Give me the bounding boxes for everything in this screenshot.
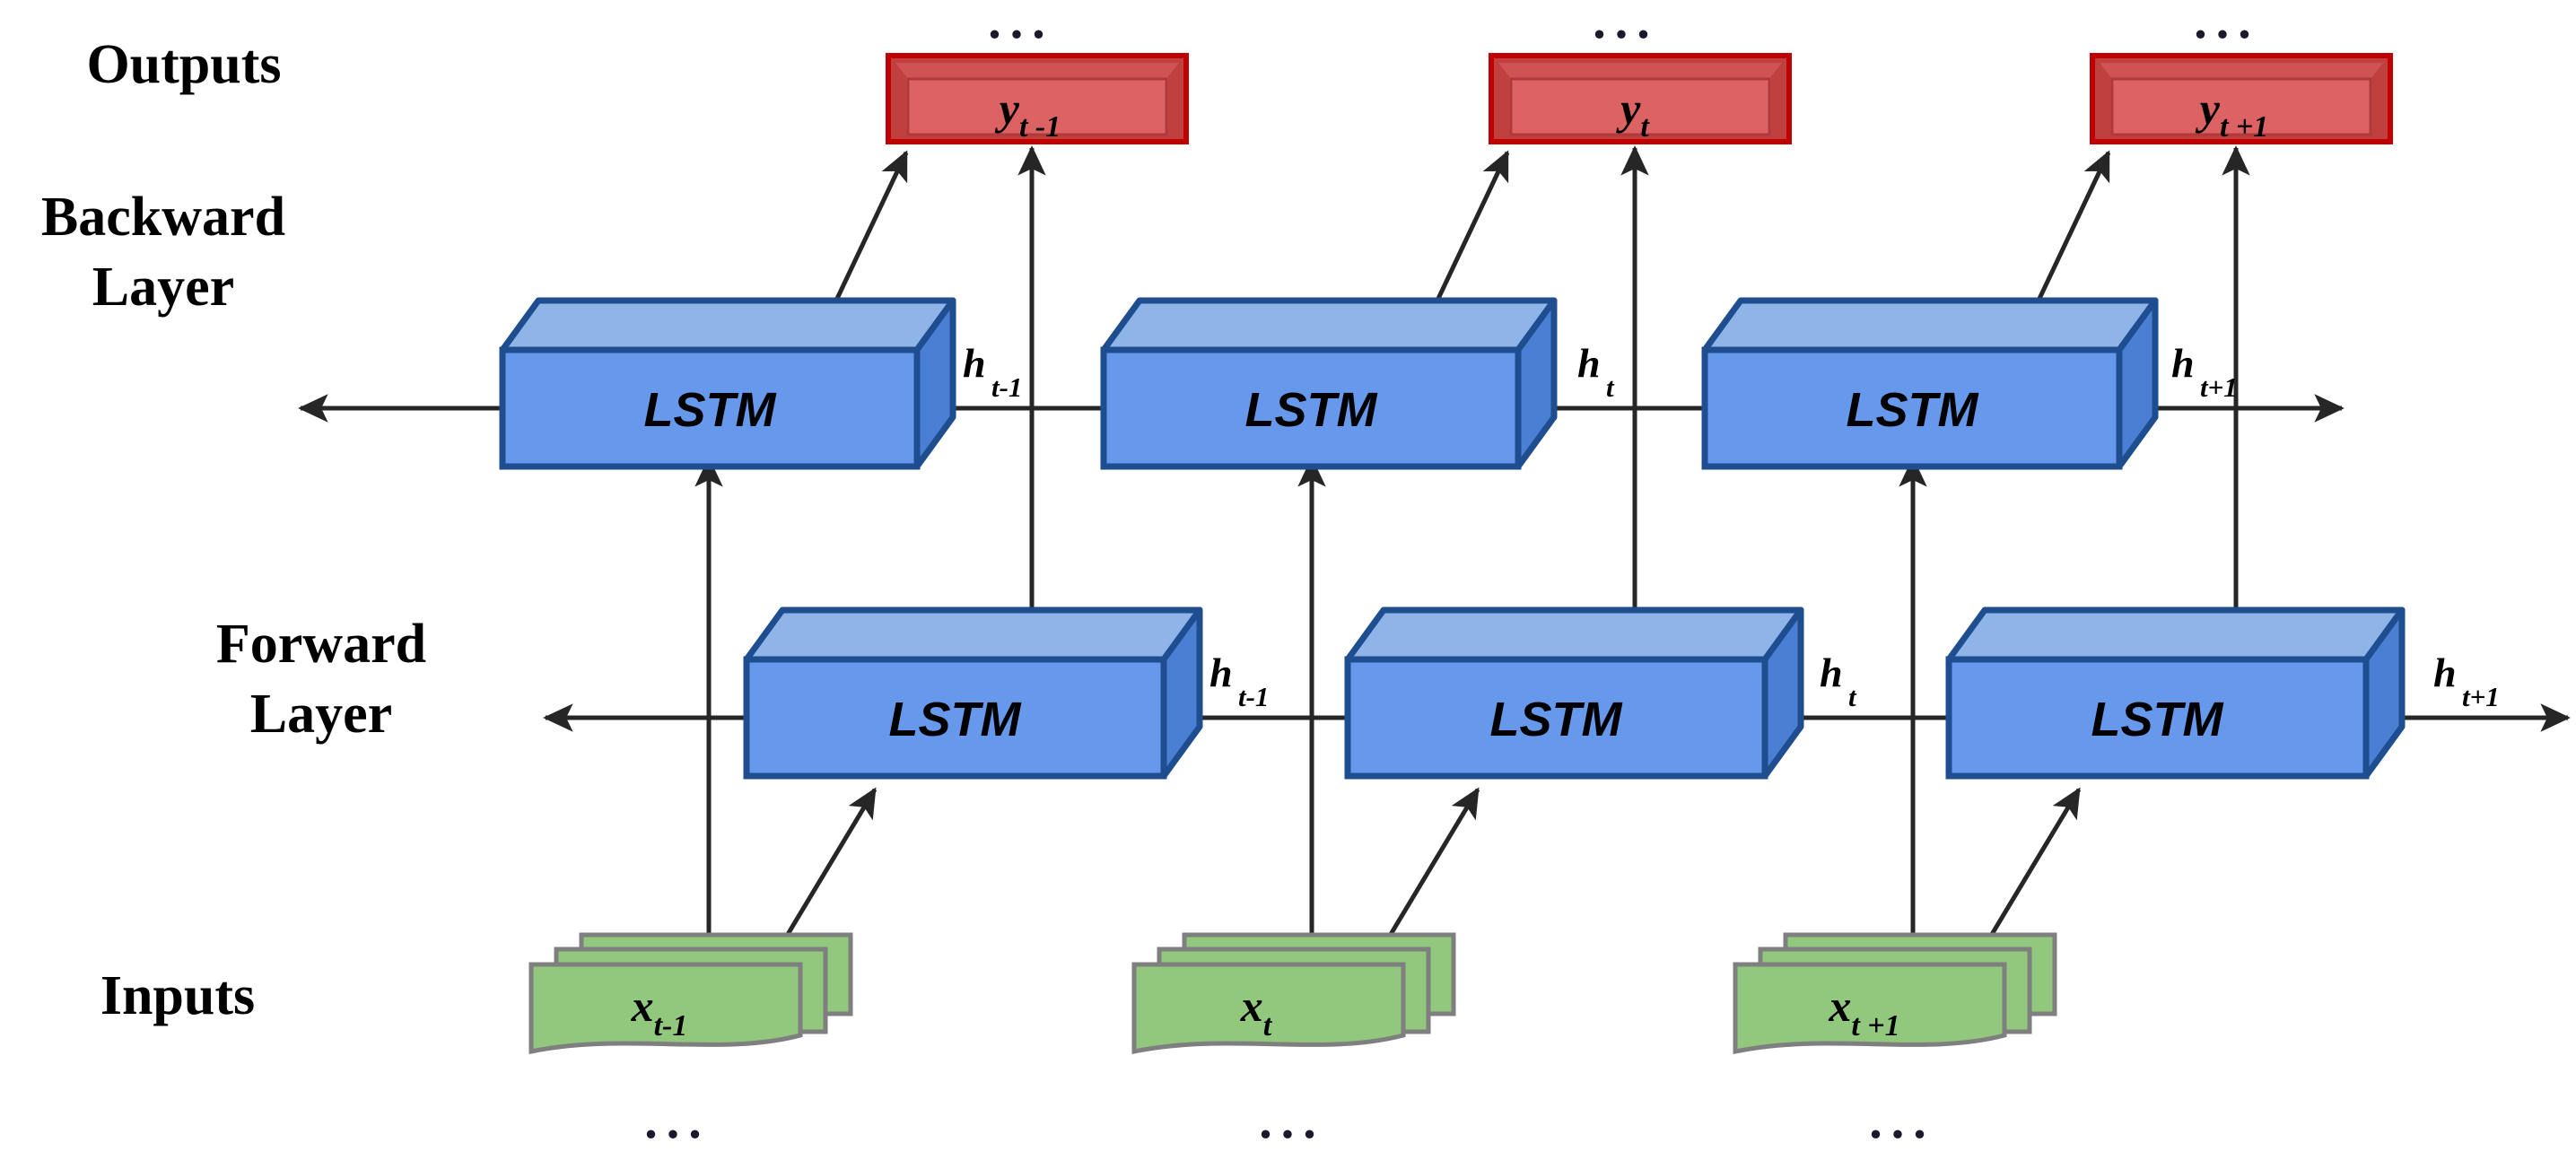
connections-step-1: [694, 145, 1046, 964]
output-box-3-sub: t +1: [2220, 110, 2268, 144]
forward-lstm-3-label: LSTM: [2091, 693, 2224, 746]
backward-lstm-2-top-face: [1100, 297, 1558, 353]
row-label-backward-layer-line-1: Backward: [41, 187, 285, 248]
backward-lstm-1-top-face: [499, 297, 956, 353]
forward-lstm-1[interactable]: LSTM: [743, 606, 1203, 780]
row-label-outputs-line-1: Outputs: [86, 34, 281, 95]
backward-lstm-2-label: LSTM: [1245, 383, 1378, 437]
h-label-backward-1-base: h: [963, 340, 986, 386]
output-box-y-t[interactable]: yt: [1489, 53, 1792, 144]
top-ellipsis-1: ...: [988, 0, 1054, 49]
forward-lstm-1-label: LSTM: [889, 693, 1022, 746]
input-1-sheet-front: [528, 962, 803, 1055]
output-box-3-label: yt +1: [2196, 83, 2269, 144]
connections-step-2: [1297, 145, 1649, 964]
input-stack-x-t[interactable]: xt: [1131, 932, 1456, 1055]
input-3-sheet-front: [1733, 962, 2007, 1055]
row-label-outputs: Outputs: [86, 34, 281, 95]
bottom-ellipsis-3: ...: [1869, 1091, 1935, 1149]
forward-lstm-2-top-face: [1344, 606, 1804, 663]
h-label-forward-2: h t: [1820, 650, 1857, 712]
row-label-backward-layer: Backward Layer: [41, 187, 285, 318]
forward-lstm-3[interactable]: LSTM: [1945, 606, 2406, 780]
backward-lstm-3-front-face: [1701, 346, 2123, 470]
input-1-label: xt-1: [631, 981, 688, 1043]
output-box-2-bevel-top: [1498, 63, 1782, 79]
h-label-forward-3-sub: t+1: [2462, 681, 2500, 712]
h-label-forward-3-base: h: [2433, 650, 2457, 695]
conn-input-3-to-forward-3: [1980, 787, 2082, 951]
forward-lstm-3-front-face: [1945, 656, 2370, 780]
h-label-backward-3: h t+1: [2171, 340, 2238, 403]
backward-lstm-3[interactable]: LSTM: [1701, 297, 2159, 470]
output-box-1-base: y: [995, 83, 1020, 134]
output-box-3-base: y: [2196, 83, 2221, 134]
top-ellipsis-2: ...: [1593, 0, 1659, 49]
output-box-2-label: yt: [1616, 83, 1650, 144]
h-label-forward-2-sub: t: [1848, 681, 1857, 712]
h-label-backward-1-sub: t-1: [991, 371, 1022, 403]
h-label-forward-1: h t-1: [1209, 650, 1269, 712]
input-1-sub: t-1: [654, 1009, 688, 1043]
backward-lstm-1-front-face: [499, 346, 921, 470]
backward-lstm-3-label: LSTM: [1847, 383, 1979, 437]
input-stack-x-t-minus-1[interactable]: xt-1: [528, 932, 853, 1055]
output-box-1-bevel-top: [895, 63, 1179, 79]
forward-lstm-2[interactable]: LSTM: [1344, 606, 1804, 780]
h-label-backward-3-sub: t+1: [2200, 371, 2238, 403]
forward-lstm-3-top-face: [1945, 606, 2406, 663]
backward-lstm-1-label: LSTM: [644, 383, 777, 437]
forward-lstm-2-front-face: [1344, 656, 1768, 780]
bottom-ellipsis-2: ...: [1259, 1091, 1325, 1149]
input-2-label: xt: [1240, 981, 1273, 1043]
backward-lstm-2-front-face: [1100, 346, 1522, 470]
input-3-base: x: [1828, 981, 1851, 1031]
output-box-1-sub: t -1: [1019, 110, 1061, 144]
h-label-forward-1-base: h: [1209, 650, 1233, 695]
h-label-backward-1: h t-1: [963, 340, 1022, 403]
conn-input-2-to-forward-2: [1379, 787, 1480, 951]
bottom-ellipsis-1: ...: [644, 1091, 711, 1149]
output-box-y-t-minus-1[interactable]: yt -1: [886, 53, 1189, 144]
backward-lstm-2[interactable]: LSTM: [1100, 297, 1558, 470]
h-label-forward-3: h t+1: [2433, 650, 2500, 712]
input-3-label: xt +1: [1828, 981, 1899, 1043]
output-box-2-face: [1509, 77, 1771, 136]
output-box-3-bevel-top: [2100, 63, 2383, 79]
output-box-2-sub: t: [1640, 110, 1650, 144]
output-box-y-t-plus-1[interactable]: yt +1: [2090, 53, 2393, 144]
h-label-forward-1-sub: t-1: [1238, 681, 1269, 712]
output-box-1-face: [906, 77, 1168, 136]
output-box-2-base: y: [1616, 83, 1641, 134]
row-label-forward-layer-line-2: Layer: [250, 684, 392, 745]
conn-input-1-to-forward-1: [776, 787, 878, 951]
input-stack-x-t-plus-1[interactable]: xt +1: [1733, 932, 2057, 1055]
backward-lstm-1[interactable]: LSTM: [499, 297, 956, 470]
forward-lstm-2-label: LSTM: [1490, 693, 1623, 746]
h-label-backward-2-sub: t: [1606, 371, 1615, 403]
forward-lstm-1-top-face: [743, 606, 1203, 663]
forward-lstm-1-front-face: [743, 656, 1167, 780]
output-box-3-face: [2110, 77, 2372, 136]
input-1-base: x: [631, 981, 654, 1031]
backward-lstm-3-top-face: [1701, 297, 2159, 353]
h-label-backward-3-base: h: [2171, 340, 2195, 386]
h-label-forward-2-base: h: [1820, 650, 1843, 695]
row-label-backward-layer-line-2: Layer: [92, 257, 234, 318]
row-label-forward-layer-line-1: Forward: [216, 614, 426, 675]
input-3-sub: t +1: [1851, 1009, 1899, 1043]
h-label-backward-2-base: h: [1577, 340, 1601, 386]
input-2-sheet-front: [1131, 962, 1406, 1055]
connections-step-3: [1899, 145, 2250, 964]
output-box-1-label: yt -1: [995, 83, 1061, 144]
top-ellipsis-3: ...: [2194, 0, 2260, 49]
input-2-base: x: [1240, 981, 1263, 1031]
input-2-sub: t: [1263, 1009, 1273, 1043]
h-label-backward-2: h t: [1577, 340, 1615, 403]
row-label-forward-layer: Forward Layer: [216, 614, 426, 745]
row-label-inputs: Inputs: [100, 965, 255, 1026]
row-label-inputs-line-1: Inputs: [100, 965, 255, 1026]
